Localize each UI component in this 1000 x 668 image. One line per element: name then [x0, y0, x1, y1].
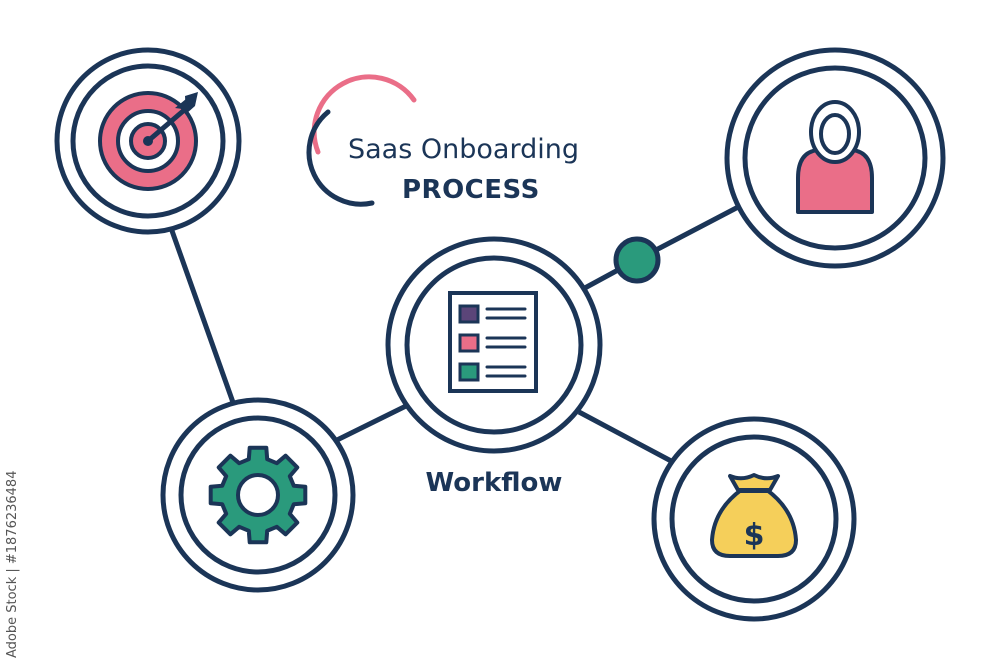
title-block: Saas Onboarding PROCESS — [306, 74, 579, 207]
dollar-sign-icon: $ — [744, 518, 765, 553]
workflow-label: Workflow — [426, 468, 563, 498]
target-icon — [98, 91, 198, 191]
title-arc-navy — [306, 109, 375, 207]
side-watermark: Adobe Stock | #1876236484 — [5, 471, 20, 658]
connector-center-dot — [581, 267, 620, 292]
checklist-icon — [448, 291, 538, 393]
node-workflow — [385, 236, 603, 454]
node-target — [54, 47, 242, 235]
user-icon — [796, 100, 874, 214]
side-id-text: Adobe Stock | #1876236484 — [5, 471, 20, 658]
connection-dot — [613, 236, 661, 284]
gear-icon — [208, 445, 308, 545]
node-revenue: $ — [651, 416, 857, 622]
node-settings — [160, 397, 356, 593]
node-user — [724, 47, 946, 269]
connectors — [168, 202, 744, 465]
connector-center-money — [577, 409, 675, 465]
connector-target-gear — [168, 227, 238, 409]
money-bag-icon: $ — [710, 473, 798, 558]
title-line1: Saas Onboarding — [348, 134, 579, 165]
title-line2: PROCESS — [402, 175, 540, 205]
connector-dot-user — [654, 202, 744, 253]
connector-gear-center — [331, 402, 410, 445]
